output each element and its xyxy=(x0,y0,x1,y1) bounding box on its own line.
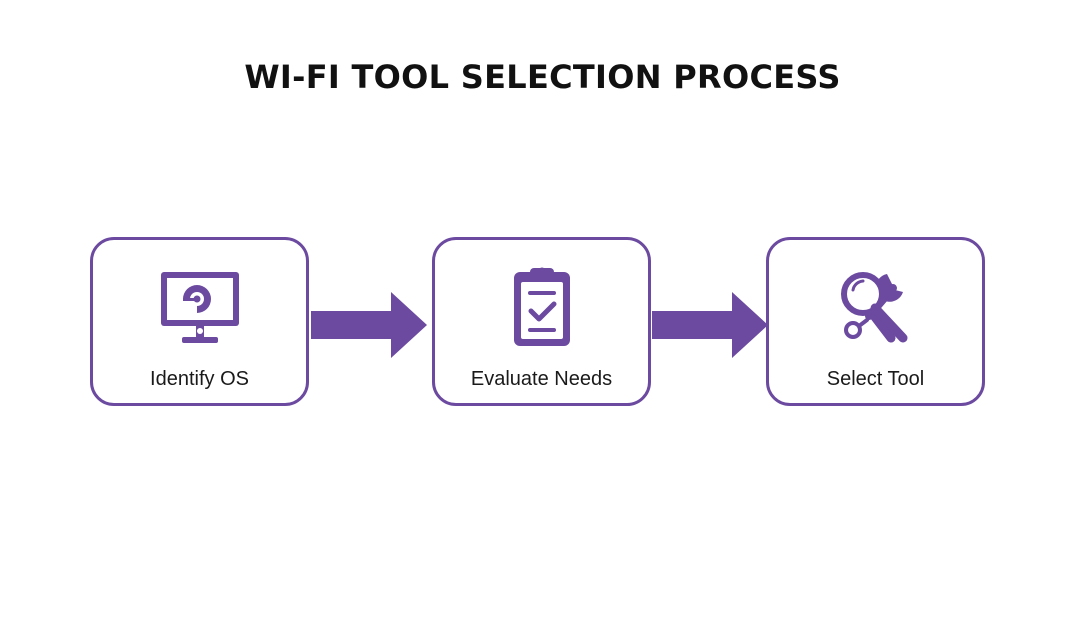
flow-arrow xyxy=(311,292,427,358)
flow-arrow xyxy=(652,292,768,358)
magnifier-wrench-icon xyxy=(831,264,921,348)
diagram-title: WI-FI TOOL SELECTION PROCESS xyxy=(244,58,841,96)
step-evaluate-needs: Evaluate Needs xyxy=(432,237,651,406)
step-label: Identify OS xyxy=(150,368,249,390)
step-label: Evaluate Needs xyxy=(470,368,613,390)
clipboard-check-icon xyxy=(497,264,587,348)
step-identify-os: Identify OS xyxy=(90,237,309,406)
step-label: Select Tool xyxy=(826,368,925,390)
step-select-tool: Select Tool xyxy=(766,237,985,406)
monitor-icon xyxy=(155,264,245,348)
